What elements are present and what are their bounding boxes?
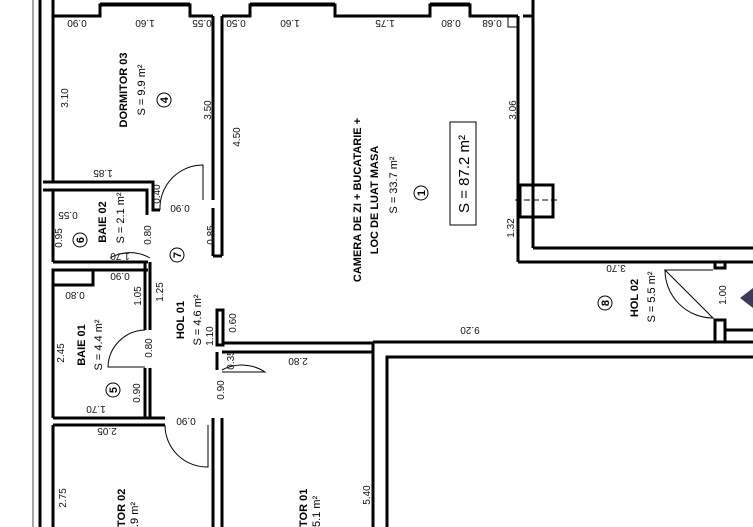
svg-text:LOC DE LUAT MASA: LOC DE LUAT MASA xyxy=(369,146,381,255)
svg-text:0.40: 0.40 xyxy=(152,184,163,204)
svg-text:4.50: 4.50 xyxy=(232,127,243,147)
svg-text:0.80: 0.80 xyxy=(441,17,461,28)
svg-text:S = 4.4 m²: S = 4.4 m² xyxy=(93,319,105,370)
svg-text:0.90: 0.90 xyxy=(170,202,190,213)
svg-text:7: 7 xyxy=(172,252,184,258)
top-dimensions: 0.90 1.60 0.55 0.50 1.60 1.75 0.80 0.68 xyxy=(67,17,502,28)
svg-text:0.50: 0.50 xyxy=(226,17,246,28)
svg-text:2.05: 2.05 xyxy=(97,425,117,436)
svg-text:0.90: 0.90 xyxy=(110,270,130,281)
svg-text:0.55: 0.55 xyxy=(192,17,212,28)
svg-text:0.55: 0.55 xyxy=(58,209,78,220)
entry-marker-icon xyxy=(740,288,753,308)
svg-text:1.32: 1.32 xyxy=(506,218,517,238)
svg-text:1.05: 1.05 xyxy=(133,286,144,306)
svg-text:0.80: 0.80 xyxy=(143,225,154,245)
svg-text:0.80: 0.80 xyxy=(65,289,85,300)
svg-text:CAMERA DE ZI + BUCATARIE +: CAMERA DE ZI + BUCATARIE + xyxy=(352,118,364,282)
doors xyxy=(107,164,715,468)
svg-text:0.90: 0.90 xyxy=(132,383,143,403)
svg-text:HOL 02: HOL 02 xyxy=(629,279,641,317)
svg-text:1.85: 1.85 xyxy=(93,167,113,178)
svg-text:S = 4.6 m²: S = 4.6 m² xyxy=(192,294,204,345)
svg-text:1.70: 1.70 xyxy=(110,250,130,261)
svg-text:8: 8 xyxy=(600,300,612,306)
svg-text:1.60: 1.60 xyxy=(280,17,300,28)
svg-text:5.1 m²: 5.1 m² xyxy=(311,495,323,527)
svg-text:0.80: 0.80 xyxy=(144,338,155,358)
svg-text:1.75: 1.75 xyxy=(375,17,395,28)
svg-text:5: 5 xyxy=(108,387,120,393)
room-labels: DORMITOR 03 S = 9.9 m² 4 BAIE 02 S = 2.1… xyxy=(72,53,658,527)
dimensions: 3.10 3.50 4.50 3.06 1.32 1.85 0.40 0.90 … xyxy=(54,88,729,508)
svg-text:BAIE 02: BAIE 02 xyxy=(97,201,109,243)
svg-text:0.85: 0.85 xyxy=(206,225,217,245)
svg-text:4: 4 xyxy=(159,96,171,103)
total-area-box xyxy=(449,121,477,226)
svg-text:0.60: 0.60 xyxy=(228,313,239,333)
svg-text:0.90: 0.90 xyxy=(67,17,87,28)
svg-text:1.25: 1.25 xyxy=(155,282,166,302)
svg-text:TOR 02: TOR 02 xyxy=(116,489,128,527)
svg-text:TOR 01: TOR 01 xyxy=(298,489,310,527)
svg-text:2.45: 2.45 xyxy=(56,343,67,363)
svg-text:S = 33.7 m²: S = 33.7 m² xyxy=(388,156,400,214)
svg-text:9.20: 9.20 xyxy=(460,324,480,335)
svg-text:S = 9.9 m²: S = 9.9 m² xyxy=(136,64,148,115)
top-wall xyxy=(51,0,535,18)
svg-text:HOL 01: HOL 01 xyxy=(175,301,187,339)
svg-text:1: 1 xyxy=(416,190,428,196)
svg-text:DORMITOR 03: DORMITOR 03 xyxy=(118,53,130,128)
svg-text:S = 2.1 m²: S = 2.1 m² xyxy=(115,192,127,243)
svg-text:3.10: 3.10 xyxy=(60,88,71,108)
svg-text:3.06: 3.06 xyxy=(508,100,519,120)
svg-text:1.60: 1.60 xyxy=(135,17,155,28)
interior-walls xyxy=(43,16,753,527)
svg-text:5.40: 5.40 xyxy=(362,485,373,505)
svg-text:3.70: 3.70 xyxy=(606,262,626,273)
svg-text:S = 87.2 m²: S = 87.2 m² xyxy=(456,135,473,213)
svg-text:S = 5.5 m²: S = 5.5 m² xyxy=(646,271,658,322)
svg-text:1.70: 1.70 xyxy=(86,403,106,414)
svg-text:6: 6 xyxy=(75,237,87,243)
svg-text:0.95: 0.95 xyxy=(54,228,65,248)
svg-text:BAIE 01: BAIE 01 xyxy=(76,324,88,366)
svg-text:3.50: 3.50 xyxy=(203,100,214,120)
svg-text:1.10: 1.10 xyxy=(205,326,216,346)
svg-text:0.90: 0.90 xyxy=(216,380,227,400)
svg-text:2.75: 2.75 xyxy=(58,488,69,508)
svg-text:0.90: 0.90 xyxy=(176,415,196,426)
svg-text:0.68: 0.68 xyxy=(482,17,502,28)
svg-text:2.80: 2.80 xyxy=(288,355,308,366)
svg-text:1.00: 1.00 xyxy=(718,285,729,305)
svg-text:.9 m²: .9 m² xyxy=(129,502,141,527)
svg-text:0.35: 0.35 xyxy=(226,350,237,370)
